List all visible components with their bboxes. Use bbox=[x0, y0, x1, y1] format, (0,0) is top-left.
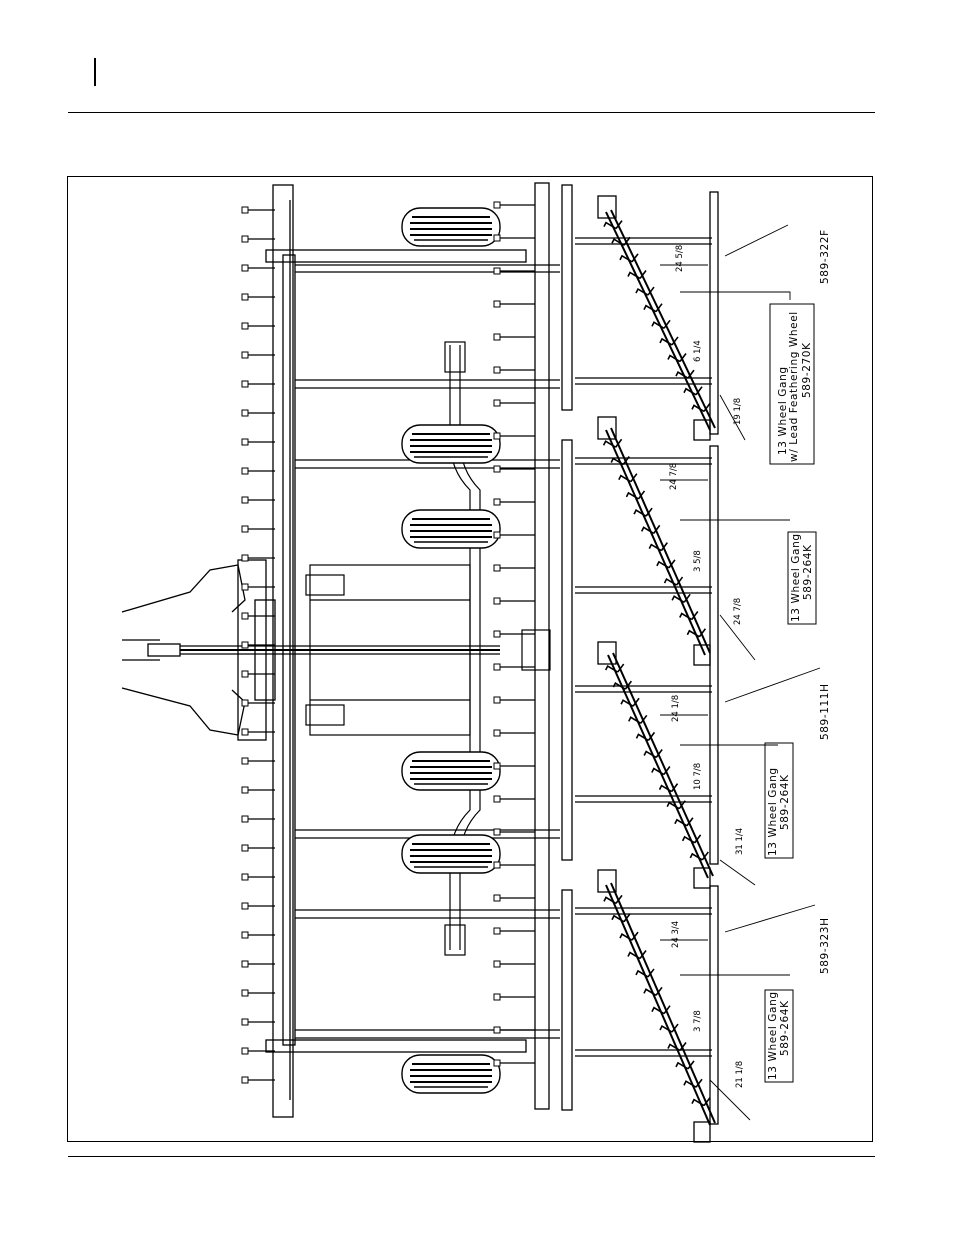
dim-d6: 24 7/8 bbox=[733, 598, 743, 625]
dim-d11: 3 7/8 bbox=[693, 1010, 703, 1032]
dim-d8: 10 7/8 bbox=[693, 763, 703, 790]
dim-d9: 31 1/4 bbox=[735, 828, 745, 855]
dim-d1: 24 5/8 bbox=[675, 245, 685, 272]
dim-d7: 24 1/8 bbox=[671, 695, 681, 722]
dim-d5: 3 5/8 bbox=[693, 550, 703, 572]
gang-mid-left-line2: 589-264K bbox=[779, 774, 791, 830]
part-number-mid: 589-111H bbox=[819, 683, 831, 740]
dim-d2: 6 1/4 bbox=[693, 340, 703, 362]
front-shanks bbox=[242, 207, 275, 1083]
dim-d3: 19 1/8 bbox=[733, 398, 743, 425]
gang-lead-line3: 589-270K bbox=[801, 342, 813, 398]
gang-bottom-line2: 589-264K bbox=[779, 1000, 791, 1056]
gang-bottom-line1: 13 Wheel Gang bbox=[767, 991, 779, 1080]
part-number-top: 589-322F bbox=[819, 229, 831, 284]
gang-lead-line2: w/ Lead Feathering Wheel bbox=[788, 311, 800, 462]
gang-mid-left-line1: 13 Wheel Gang bbox=[767, 767, 779, 856]
hitch-assembly bbox=[122, 560, 500, 740]
rear-toolbar bbox=[535, 183, 572, 1110]
rear-shanks bbox=[494, 202, 535, 1066]
gang-frames bbox=[575, 192, 718, 1124]
main-frame bbox=[295, 265, 560, 1038]
dim-d4: 24 7/8 bbox=[669, 463, 679, 490]
dim-d12: 21 1/8 bbox=[735, 1061, 745, 1088]
wheel-gangs bbox=[598, 196, 715, 1142]
part-number-bottom: 589-323H bbox=[819, 917, 831, 974]
gang-mid-right-line1: 13 Wheel Gang bbox=[790, 533, 802, 622]
dim-d10: 24 3/4 bbox=[671, 921, 681, 948]
gang-mid-right-line2: 589-264K bbox=[802, 544, 814, 600]
